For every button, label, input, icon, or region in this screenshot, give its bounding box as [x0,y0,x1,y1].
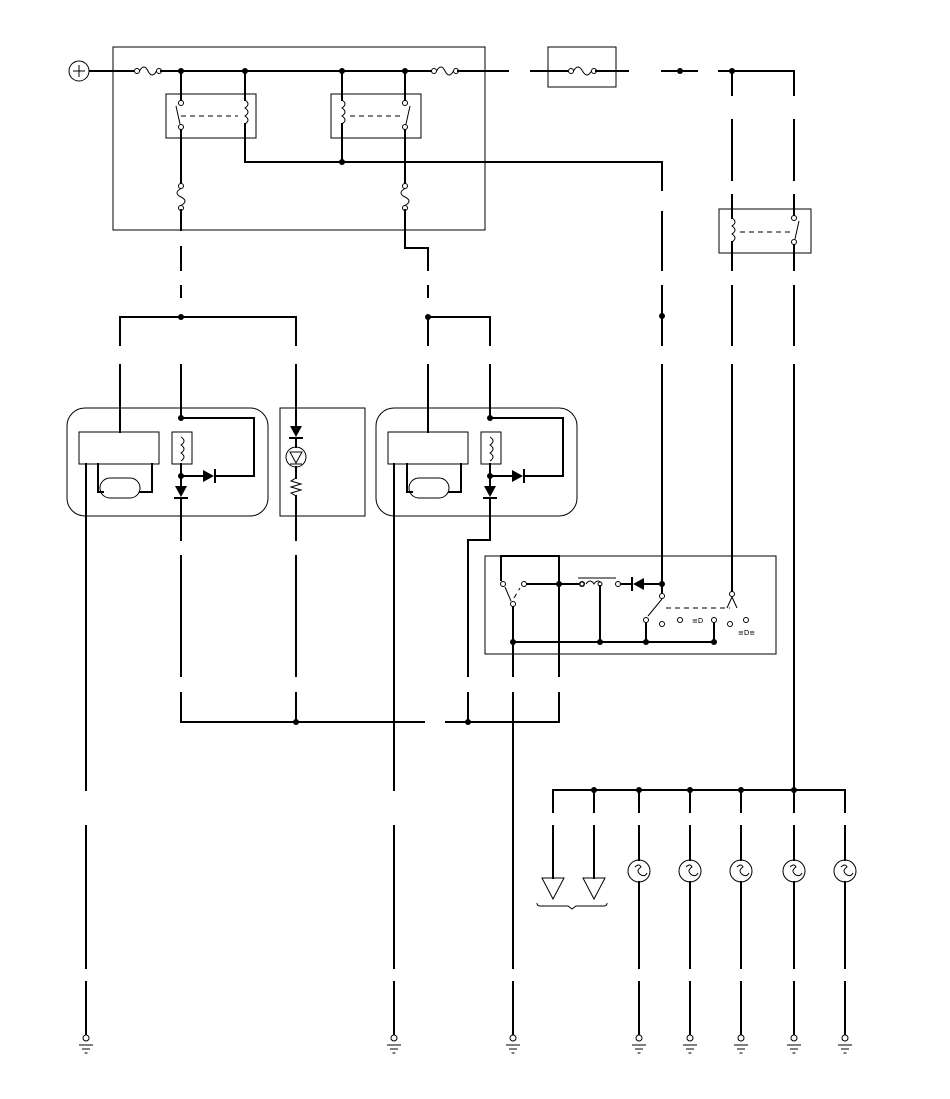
splice-node [556,581,562,587]
splice-node [711,639,717,645]
lamp-icon [627,789,651,969]
lamp-icon [833,789,857,969]
lamp-icon [729,789,753,969]
speaker-bracket [536,902,608,910]
ground-icon [683,1034,697,1054]
fuse-icon [134,66,162,76]
speaker-icon [541,789,565,901]
switch-position-label: ≡D [692,617,703,625]
ground-icon [387,1034,401,1054]
diode-icon [512,469,525,483]
splice-node [643,639,649,645]
splice-node [178,415,184,421]
module-housing [66,407,269,517]
ground-icon [632,1034,646,1054]
ground-icon [79,1034,93,1054]
switch-position-label: ≡D≡ [738,629,755,637]
led-icon [285,446,307,468]
splice-node [465,719,471,725]
splice-node [487,415,493,421]
lamp-icon [782,789,806,969]
fuse-icon [400,183,410,211]
ground-icon [838,1034,852,1054]
switch-assembly [484,555,777,655]
coil-icon [489,436,494,462]
indicator-module [279,407,366,517]
switch-icon [711,591,749,627]
lamp-icon [678,789,702,969]
diode-icon [631,577,644,591]
diode-icon [203,469,216,483]
motor-icon [97,463,153,499]
diode-icon [174,486,188,499]
ground-icon [506,1034,520,1054]
relay-icon [718,194,812,271]
splice-node [293,719,299,725]
fuse-relay-box [112,46,486,231]
module-housing [375,407,578,517]
speaker-icon [582,789,606,901]
splice-node [178,314,184,320]
fuse-icon [431,66,459,76]
relay-coil-box [480,431,502,465]
fuse-icon [568,66,597,76]
fuse-box-2 [547,46,617,88]
switch-icon [500,581,527,607]
battery-positive-icon [68,60,90,82]
diode-icon [289,426,303,439]
relay-coil-box [171,431,193,465]
motor-icon [406,463,462,499]
ground-icon [734,1034,748,1054]
motor-block [387,431,469,465]
motor-block [78,431,160,465]
splice-node [425,314,431,320]
relay-icon [330,70,422,163]
ground-icon [787,1034,801,1054]
diode-icon [483,486,497,499]
fuse-icon [176,183,186,211]
coil-icon [180,436,185,462]
splice-node [659,313,665,319]
resistor-icon [289,477,303,497]
relay-icon [165,70,257,163]
splice-node [677,68,683,74]
splice-node [339,159,345,165]
switch-icon [643,593,730,627]
